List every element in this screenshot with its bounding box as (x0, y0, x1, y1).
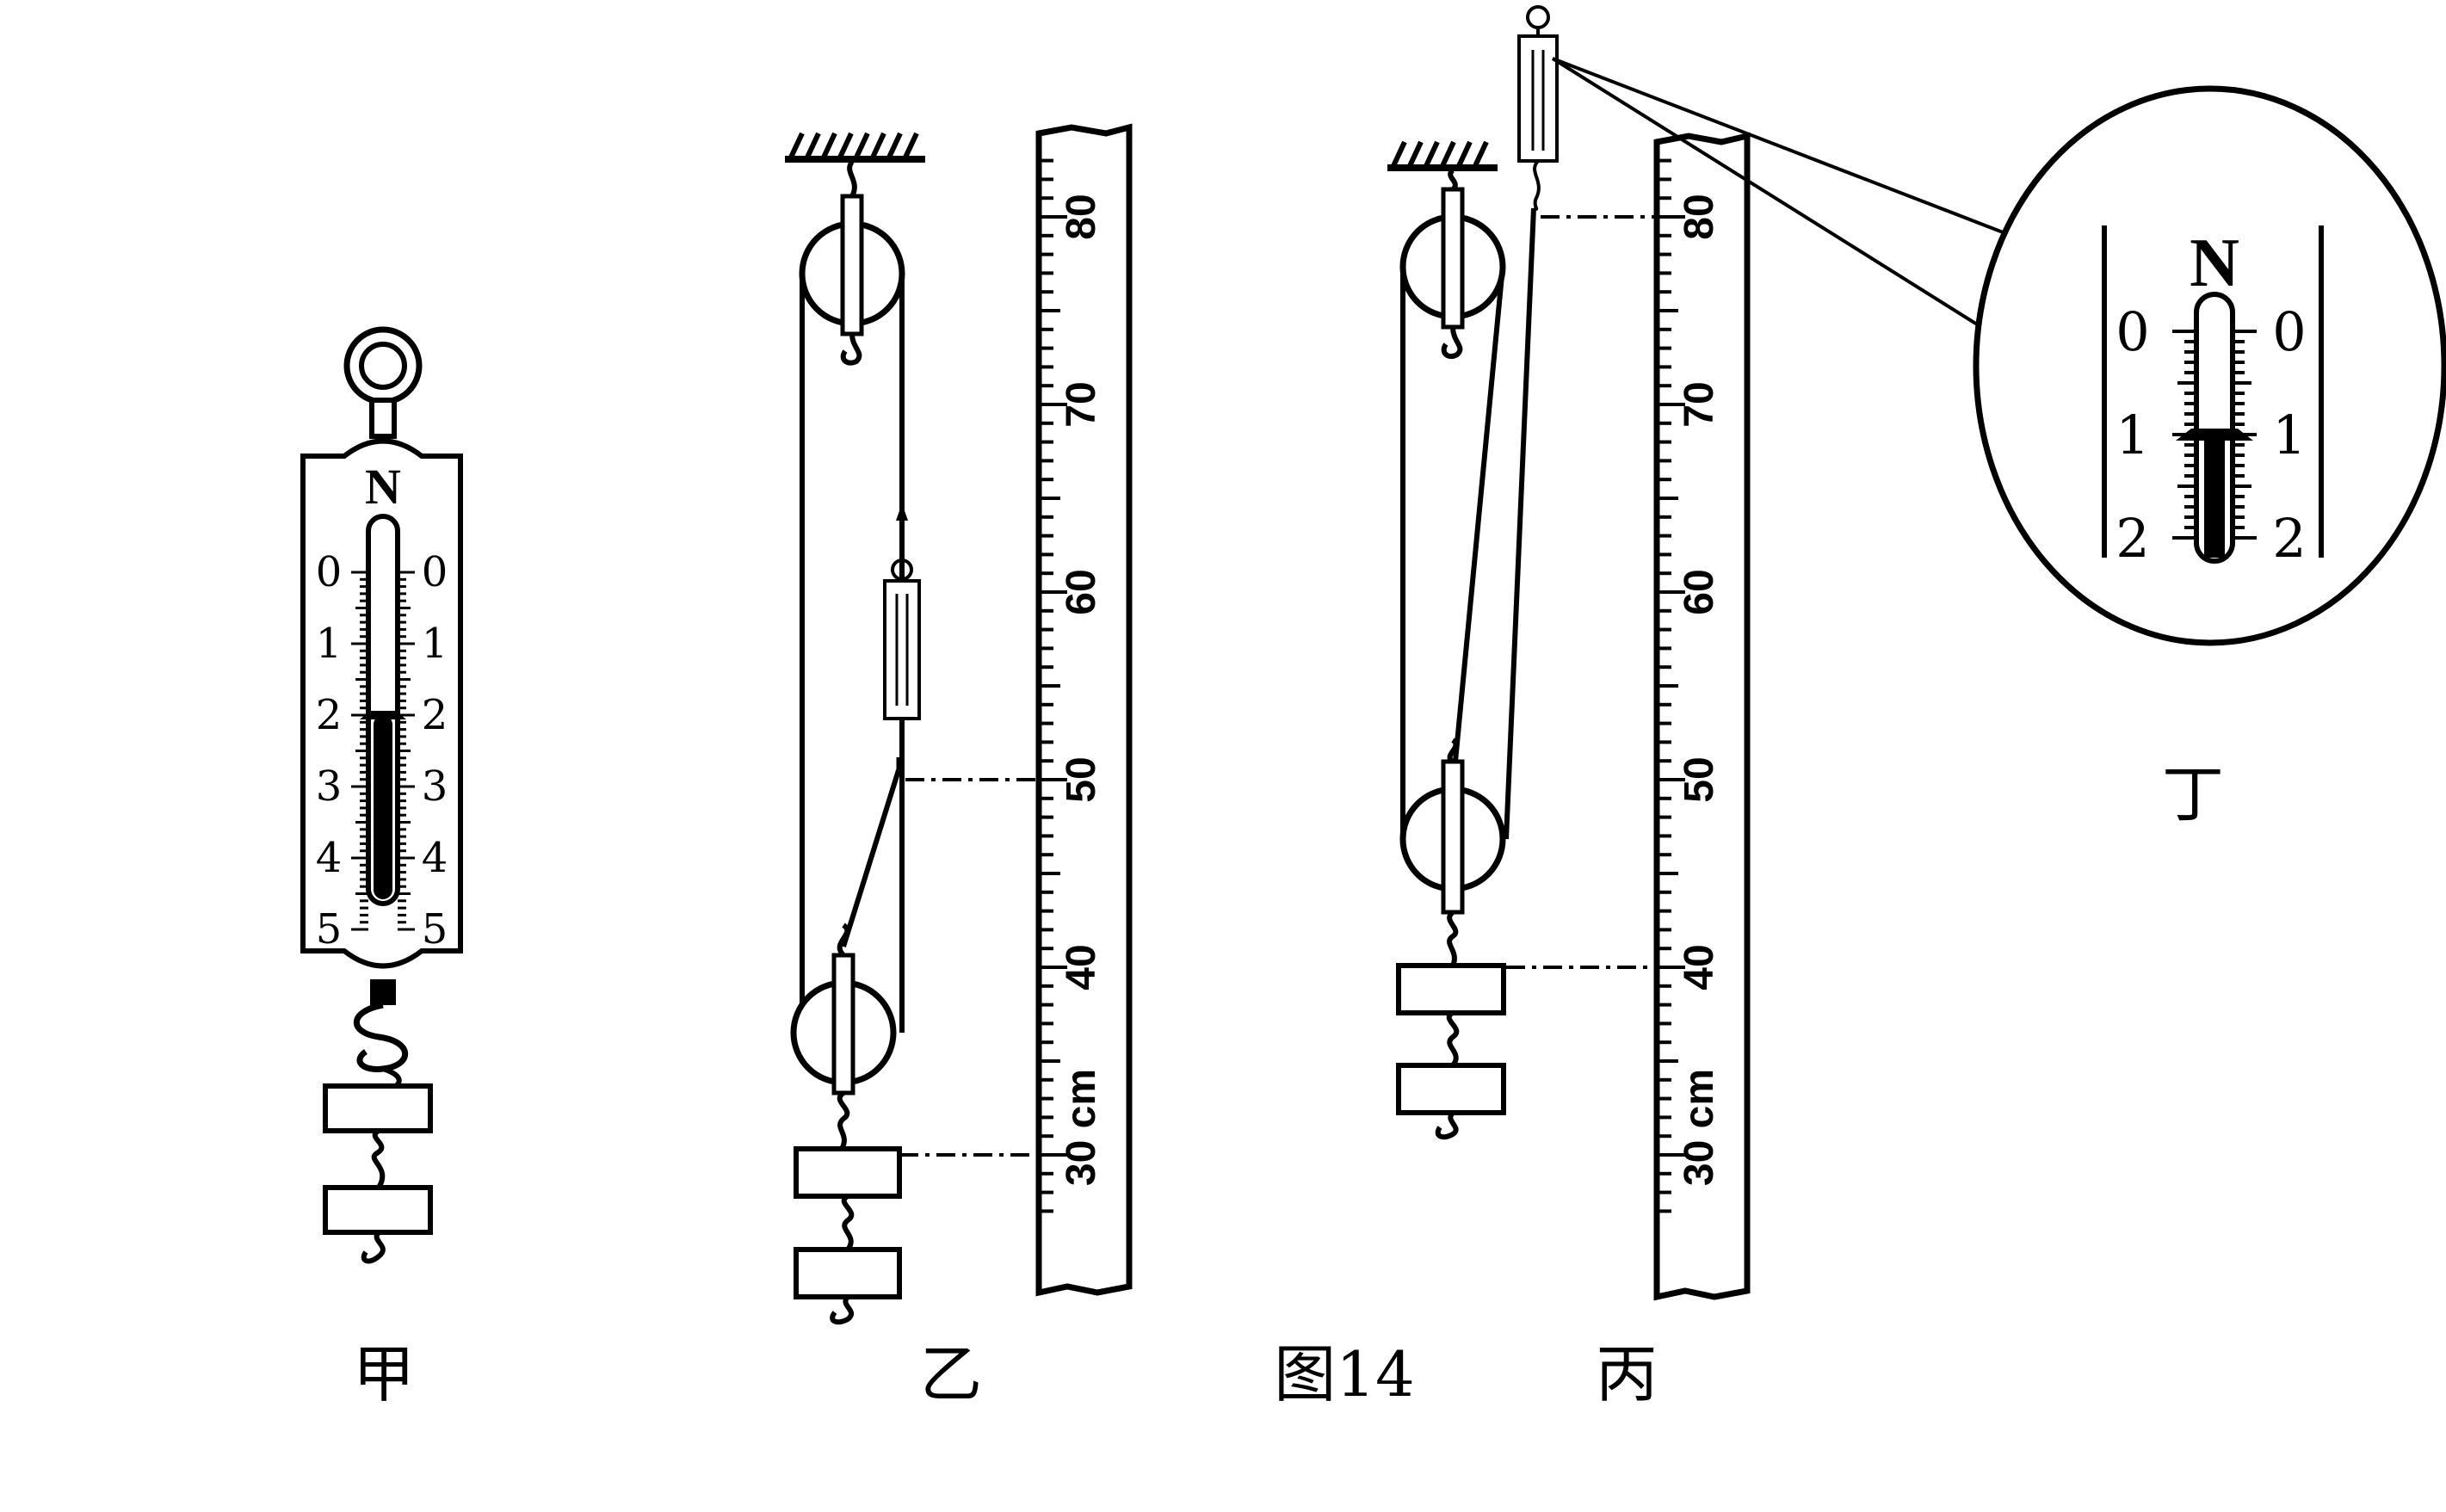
indicator-jia (374, 715, 392, 899)
panel-yi: 30 cm 40 50 60 70 80 乙 (785, 123, 1133, 1410)
ruler-tick-40: 40 (1059, 944, 1104, 990)
magnified-tick-right-0: 0 (2272, 300, 2306, 363)
ruler-tick-70: 70 (1059, 381, 1104, 427)
magnified-tick-right-2: 2 (2272, 507, 2306, 570)
weights-bing (1396, 963, 1506, 1140)
ruler-bing: 30 cm 40 50 60 70 80 (1653, 132, 1751, 1301)
ruler-tick-70: 70 (1677, 381, 1722, 427)
tick-label-left-3: 3 (316, 762, 343, 811)
tick-label-right-5: 5 (422, 905, 448, 953)
weights-jia (323, 1083, 433, 1264)
tick-label-right-4: 4 (422, 834, 448, 882)
tick-label-right-1: 1 (422, 620, 448, 668)
unit-label-jia: N (365, 459, 401, 515)
magnified-tick-left-1: 1 (2116, 404, 2149, 466)
ruler-tick-80: 80 (1677, 194, 1722, 239)
tick-label-right-3: 3 (422, 762, 448, 811)
spring-scale-bing (1517, 5, 1559, 211)
magnified-tick-left-0: 0 (2116, 300, 2149, 363)
fixed-pulley-bing (1399, 168, 1506, 360)
panel-bing: 30 cm 40 50 60 70 80 丙 (1387, 5, 1751, 1410)
ceiling-bing (1387, 140, 1498, 171)
ruler-tick-60: 60 (1059, 569, 1104, 614)
weights-yi (794, 1146, 902, 1325)
ruler-tick-50: 50 (1059, 756, 1104, 802)
ruler-yi: 30 cm 40 50 60 70 80 (1035, 123, 1133, 1297)
tick-label-left-0: 0 (316, 548, 343, 596)
panel-ding: N 0 1 2 0 1 2 丁 (1551, 57, 2446, 830)
tick-label-right-2: 2 (422, 691, 448, 739)
figure-caption: 图14 (1274, 1338, 1415, 1410)
panel-jia: N 0 1 2 3 4 5 0 1 2 3 4 5 甲 (300, 326, 463, 1410)
panel-label-yi: 乙 (920, 1338, 982, 1410)
movable-pulley-bing (1399, 737, 1506, 967)
panel-label-ding: 丁 (2162, 758, 2224, 830)
movable-pulley-yi (790, 923, 897, 1151)
tick-label-left-4: 4 (316, 834, 343, 882)
panel-label-jia: 甲 (353, 1338, 415, 1410)
magnified-tick-left-2: 2 (2116, 507, 2149, 570)
pointer-ding (2176, 429, 2253, 441)
tick-label-right-0: 0 (422, 548, 448, 596)
tick-label-left-1: 1 (316, 620, 343, 668)
spring-scale-jia: N 0 1 2 3 4 5 0 1 2 3 4 5 (300, 326, 463, 1094)
tick-label-left-5: 5 (316, 905, 343, 953)
spring-scale-yi (883, 503, 921, 720)
tick-label-left-2: 2 (316, 691, 343, 739)
ruler-tick-30: 30 cm (1677, 1069, 1722, 1186)
ruler-tick-50: 50 (1677, 756, 1722, 802)
panel-label-bing: 丙 (1596, 1338, 1658, 1410)
indicator-ding (2204, 435, 2225, 558)
tick-marks-jia (351, 571, 415, 931)
ceiling-yi (785, 132, 925, 163)
unit-label-ding: N (2190, 225, 2239, 301)
pointer-jia (360, 711, 406, 719)
ruler-tick-30: 30 cm (1059, 1069, 1104, 1186)
magnified-tick-right-1: 1 (2272, 404, 2306, 466)
ruler-tick-80: 80 (1059, 194, 1104, 239)
fixed-pulley-yi (799, 160, 905, 366)
ruler-tick-40: 40 (1677, 944, 1722, 990)
ruler-tick-60: 60 (1677, 569, 1722, 614)
tick-marks-ding (2172, 330, 2257, 540)
